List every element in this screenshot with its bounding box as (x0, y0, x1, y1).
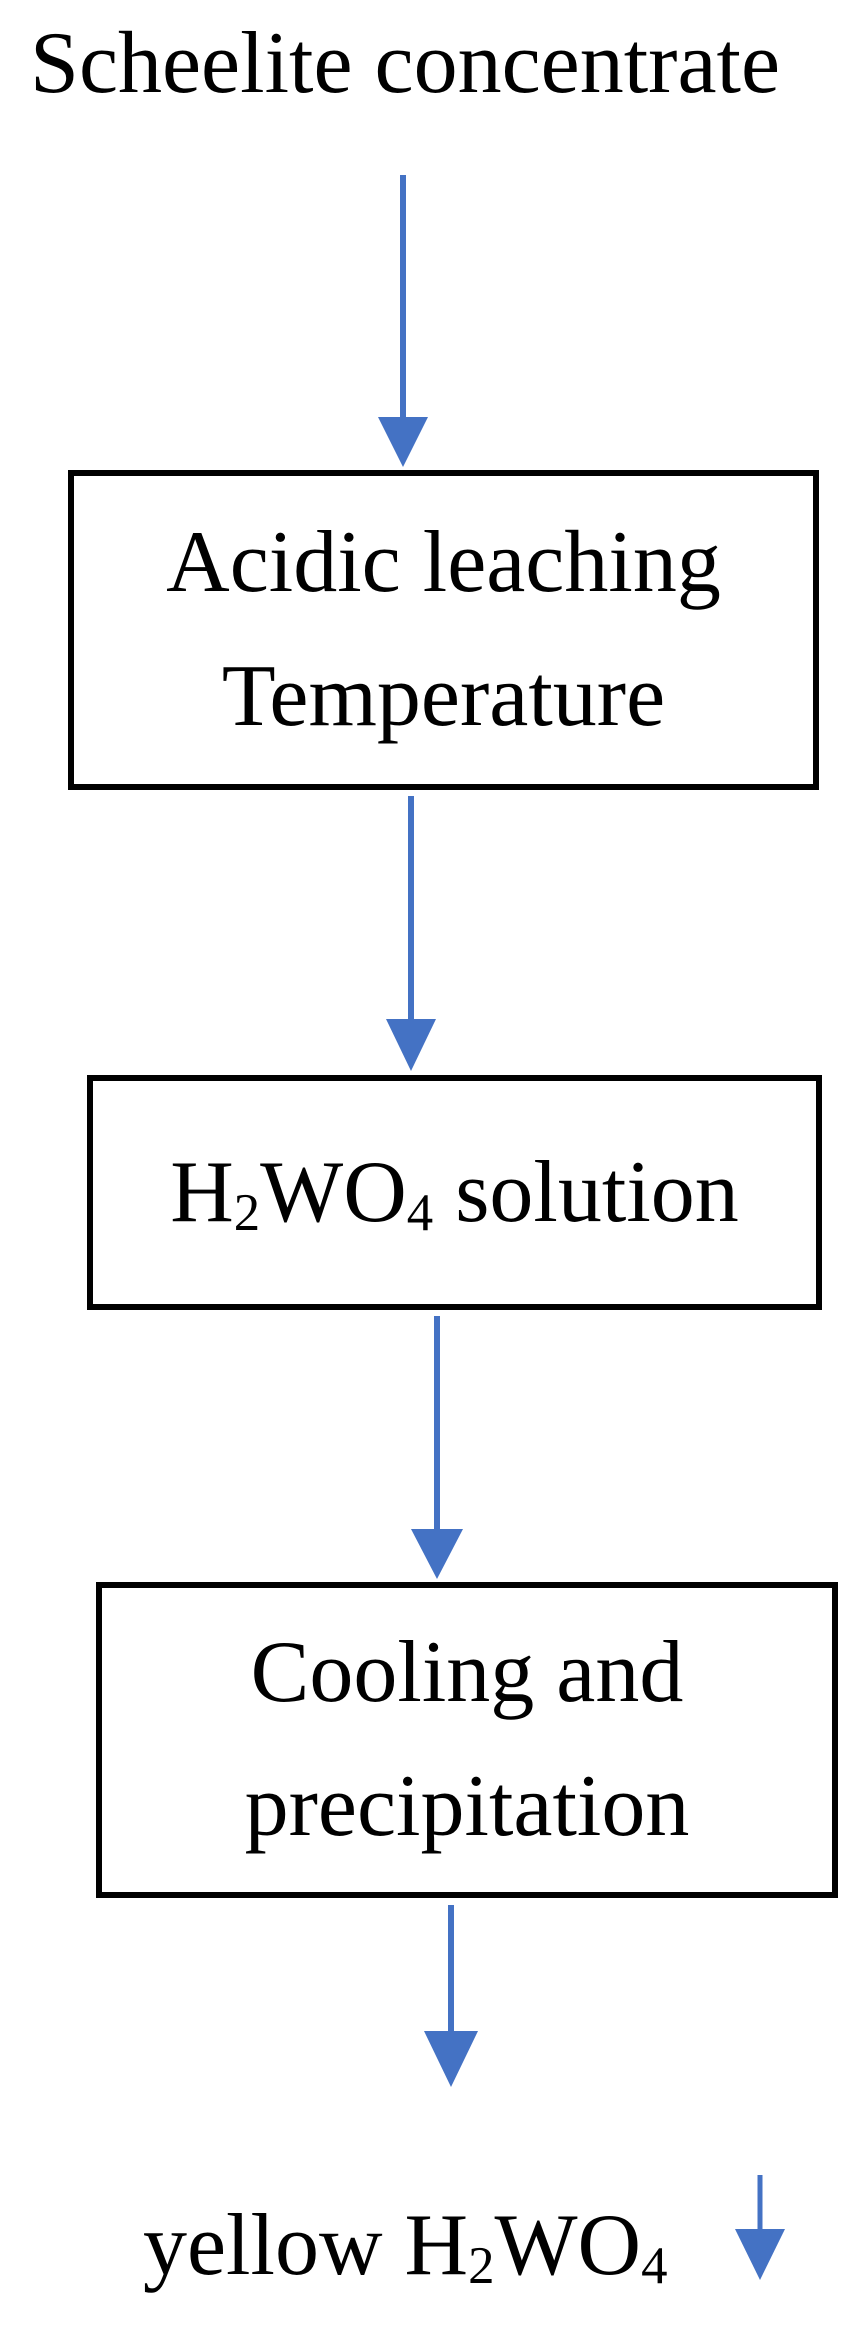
formula-subscript: 2 (233, 1183, 261, 1242)
formula-part: solution (433, 1143, 739, 1241)
process-box-acidic-leaching: Acidic leaching Temperature (68, 470, 819, 790)
arrow-down-icon (378, 417, 428, 470)
arrow-down-icon (411, 1529, 463, 1582)
arrow-shaft (400, 175, 406, 420)
box-label-line: H2WO4 solution (170, 1126, 739, 1260)
arrow-shaft (448, 1905, 454, 2034)
arrow-shaft (434, 1316, 440, 1532)
arrow-shaft (408, 796, 414, 1022)
connector-arrow-1 (378, 175, 428, 470)
arrow-down-icon (735, 2229, 785, 2283)
connector-arrow-3 (411, 1316, 463, 1582)
source-label: Scheelite concentrate (30, 15, 781, 112)
arrow-shaft (757, 2175, 763, 2232)
connector-arrow-4 (424, 1905, 478, 2090)
process-box-cooling-precipitation: Cooling and precipitation (96, 1582, 838, 1898)
connector-arrow-2 (386, 796, 436, 1074)
connector-arrow-5 (735, 2175, 785, 2283)
formula-part: WO (494, 2197, 642, 2294)
formula-part: yellow H (143, 2197, 469, 2294)
formula-subscript: 4 (641, 2236, 668, 2295)
formula-part: H (170, 1143, 234, 1241)
arrow-down-icon (424, 2031, 478, 2090)
formula-part: WO (260, 1143, 407, 1241)
formula-subscript: 4 (406, 1183, 434, 1242)
box-label-line: Cooling and (250, 1624, 684, 1722)
formula-subscript: 2 (468, 2236, 495, 2295)
arrow-down-icon (386, 1019, 436, 1074)
box-label-line: precipitation (244, 1758, 690, 1855)
box-label-line: Temperature (221, 648, 666, 745)
box-label-line: Acidic leaching (166, 514, 721, 612)
product-label: yellow H2WO4 (143, 2197, 668, 2295)
process-box-h2wo4-solution: H2WO4 solution (87, 1075, 822, 1310)
